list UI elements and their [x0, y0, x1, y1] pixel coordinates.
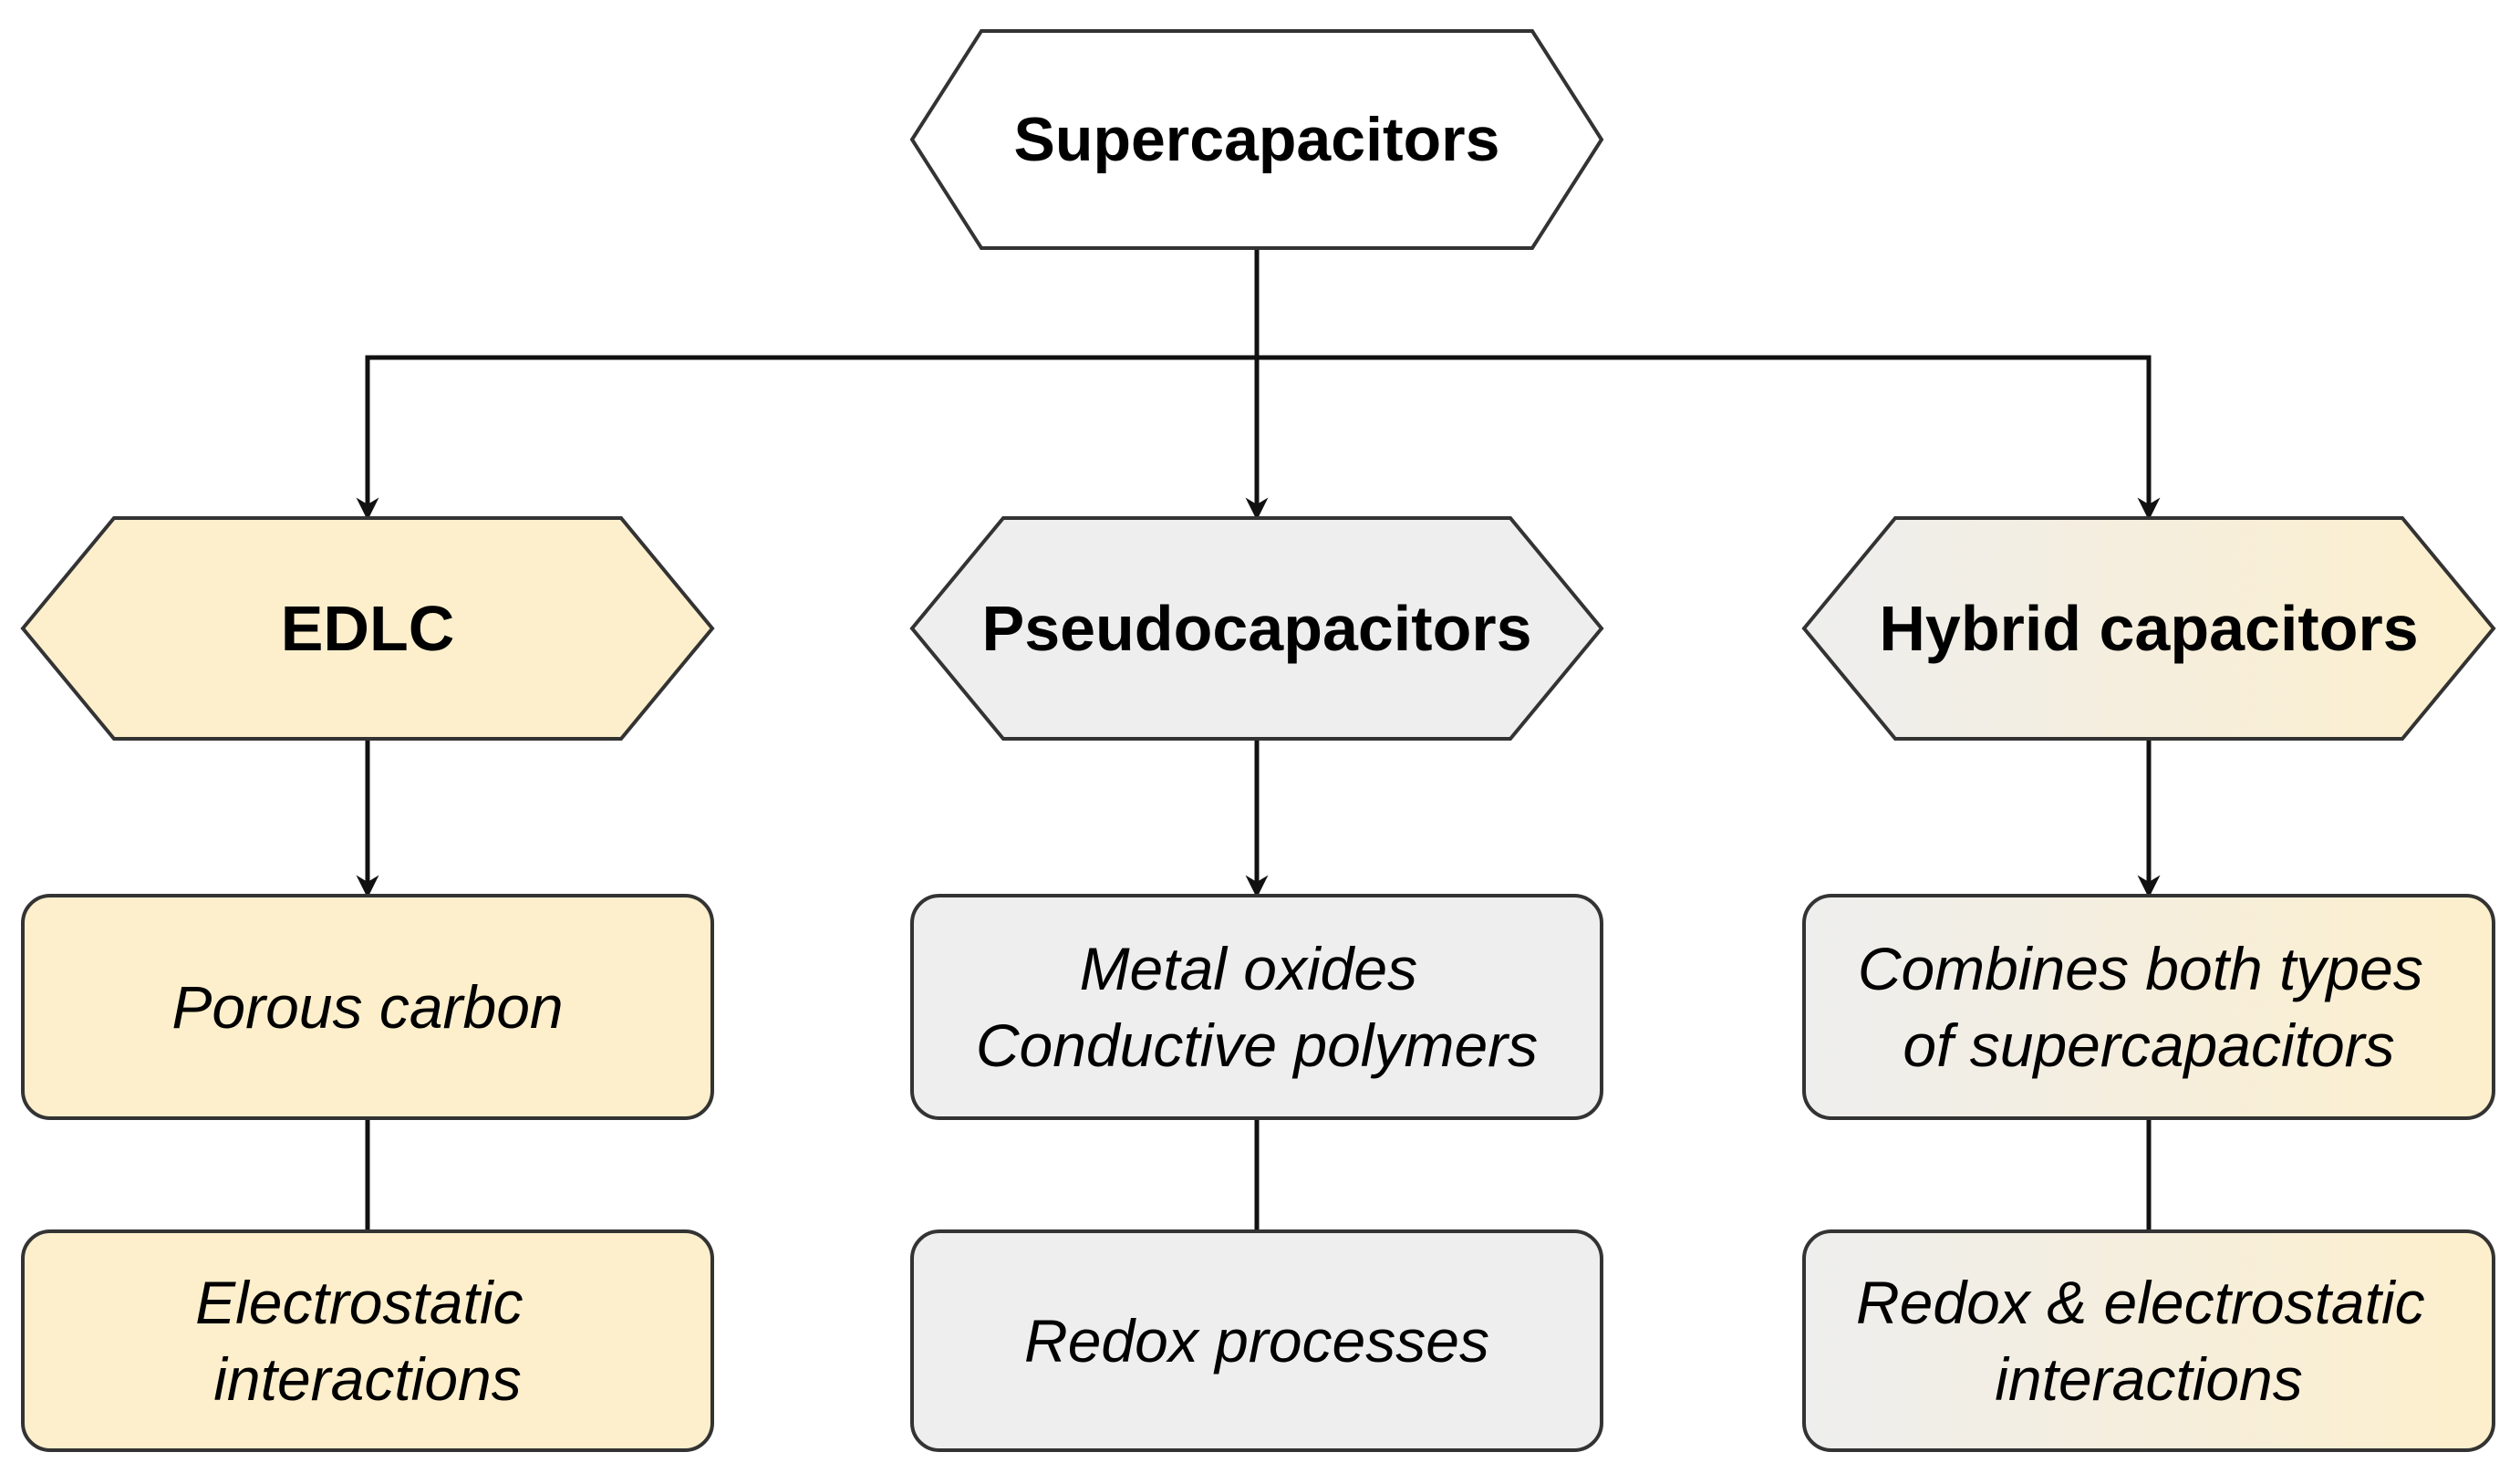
category-hexagon — [20, 516, 715, 741]
category-column-pseudocapacitors: Pseudocapacitors Metal oxides Conductive… — [909, 516, 1604, 1452]
material-text: Combines both types of supercapacitors — [1858, 935, 2440, 1079]
mechanism-text: Redox processes — [1024, 1307, 1489, 1374]
material-box — [21, 894, 714, 1120]
material-line: of supercapacitors — [1903, 1011, 2394, 1079]
category-column-hybrid: Hybrid capacitors Combines both types of… — [1801, 516, 2496, 1452]
root-label: Supercapacitors — [1014, 105, 1500, 174]
material-line: Conductive polymers — [976, 1011, 1538, 1079]
root-hexagon — [909, 29, 1604, 250]
category-hexagon — [1801, 516, 2496, 741]
root-node: Supercapacitors — [909, 29, 1604, 250]
category-hexagon — [909, 516, 1604, 741]
category-title: Pseudocapacitors — [982, 593, 1532, 664]
category-title: EDLC — [281, 593, 455, 664]
mechanism-line: Redox & electrostatic — [1856, 1269, 2425, 1336]
mechanism-box — [1802, 1229, 2495, 1452]
mechanism-text: Redox & electrostatic interactions — [1856, 1269, 2442, 1413]
category-column-edlc: EDLC Porous carbon Electrostatic interac… — [20, 516, 715, 1452]
category-title: Hybrid capacitors — [1879, 593, 2418, 664]
material-line: Combines both types — [1858, 935, 2423, 1002]
material-text: Metal oxides Conductive polymers — [976, 935, 1538, 1079]
connectors — [356, 248, 2161, 1231]
branch-line-edlc — [356, 355, 1257, 521]
mechanism-line: interactions — [1995, 1345, 2303, 1413]
material-text: Porous carbon — [171, 973, 563, 1041]
mechanism-line: Electrostatic — [195, 1269, 523, 1336]
branch-line-hybrid — [1257, 355, 2161, 521]
mechanism-text: Electrostatic interactions — [195, 1269, 540, 1413]
mechanism-box — [21, 1229, 714, 1452]
mechanism-line: Redox processes — [1024, 1307, 1489, 1374]
mechanism-line: interactions — [213, 1345, 522, 1413]
material-box — [1802, 894, 2495, 1120]
material-line: Porous carbon — [171, 973, 563, 1041]
mechanism-box — [910, 1229, 1603, 1452]
material-line: Metal oxides — [1080, 935, 1418, 1002]
material-box — [910, 894, 1603, 1120]
